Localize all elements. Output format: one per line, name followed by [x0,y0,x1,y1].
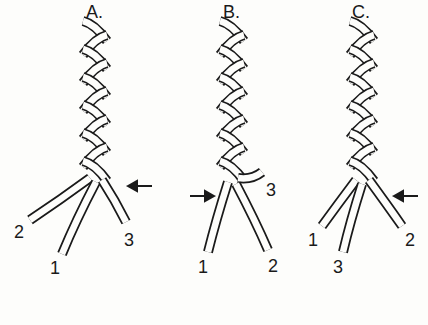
strand-number: 2 [14,222,24,243]
strand-number: 1 [50,258,60,279]
strand-number: 1 [308,230,318,251]
strand-number: 3 [124,230,134,251]
figure-letter: C. [352,2,370,23]
strand-number: 2 [268,256,278,277]
figure-letter: A. [86,2,103,23]
strand-number: 1 [198,257,208,278]
strand-number: 3 [333,257,343,278]
figure-letter: B. [223,2,240,23]
strand-number: 3 [266,180,276,201]
strand-number: 2 [405,230,415,251]
